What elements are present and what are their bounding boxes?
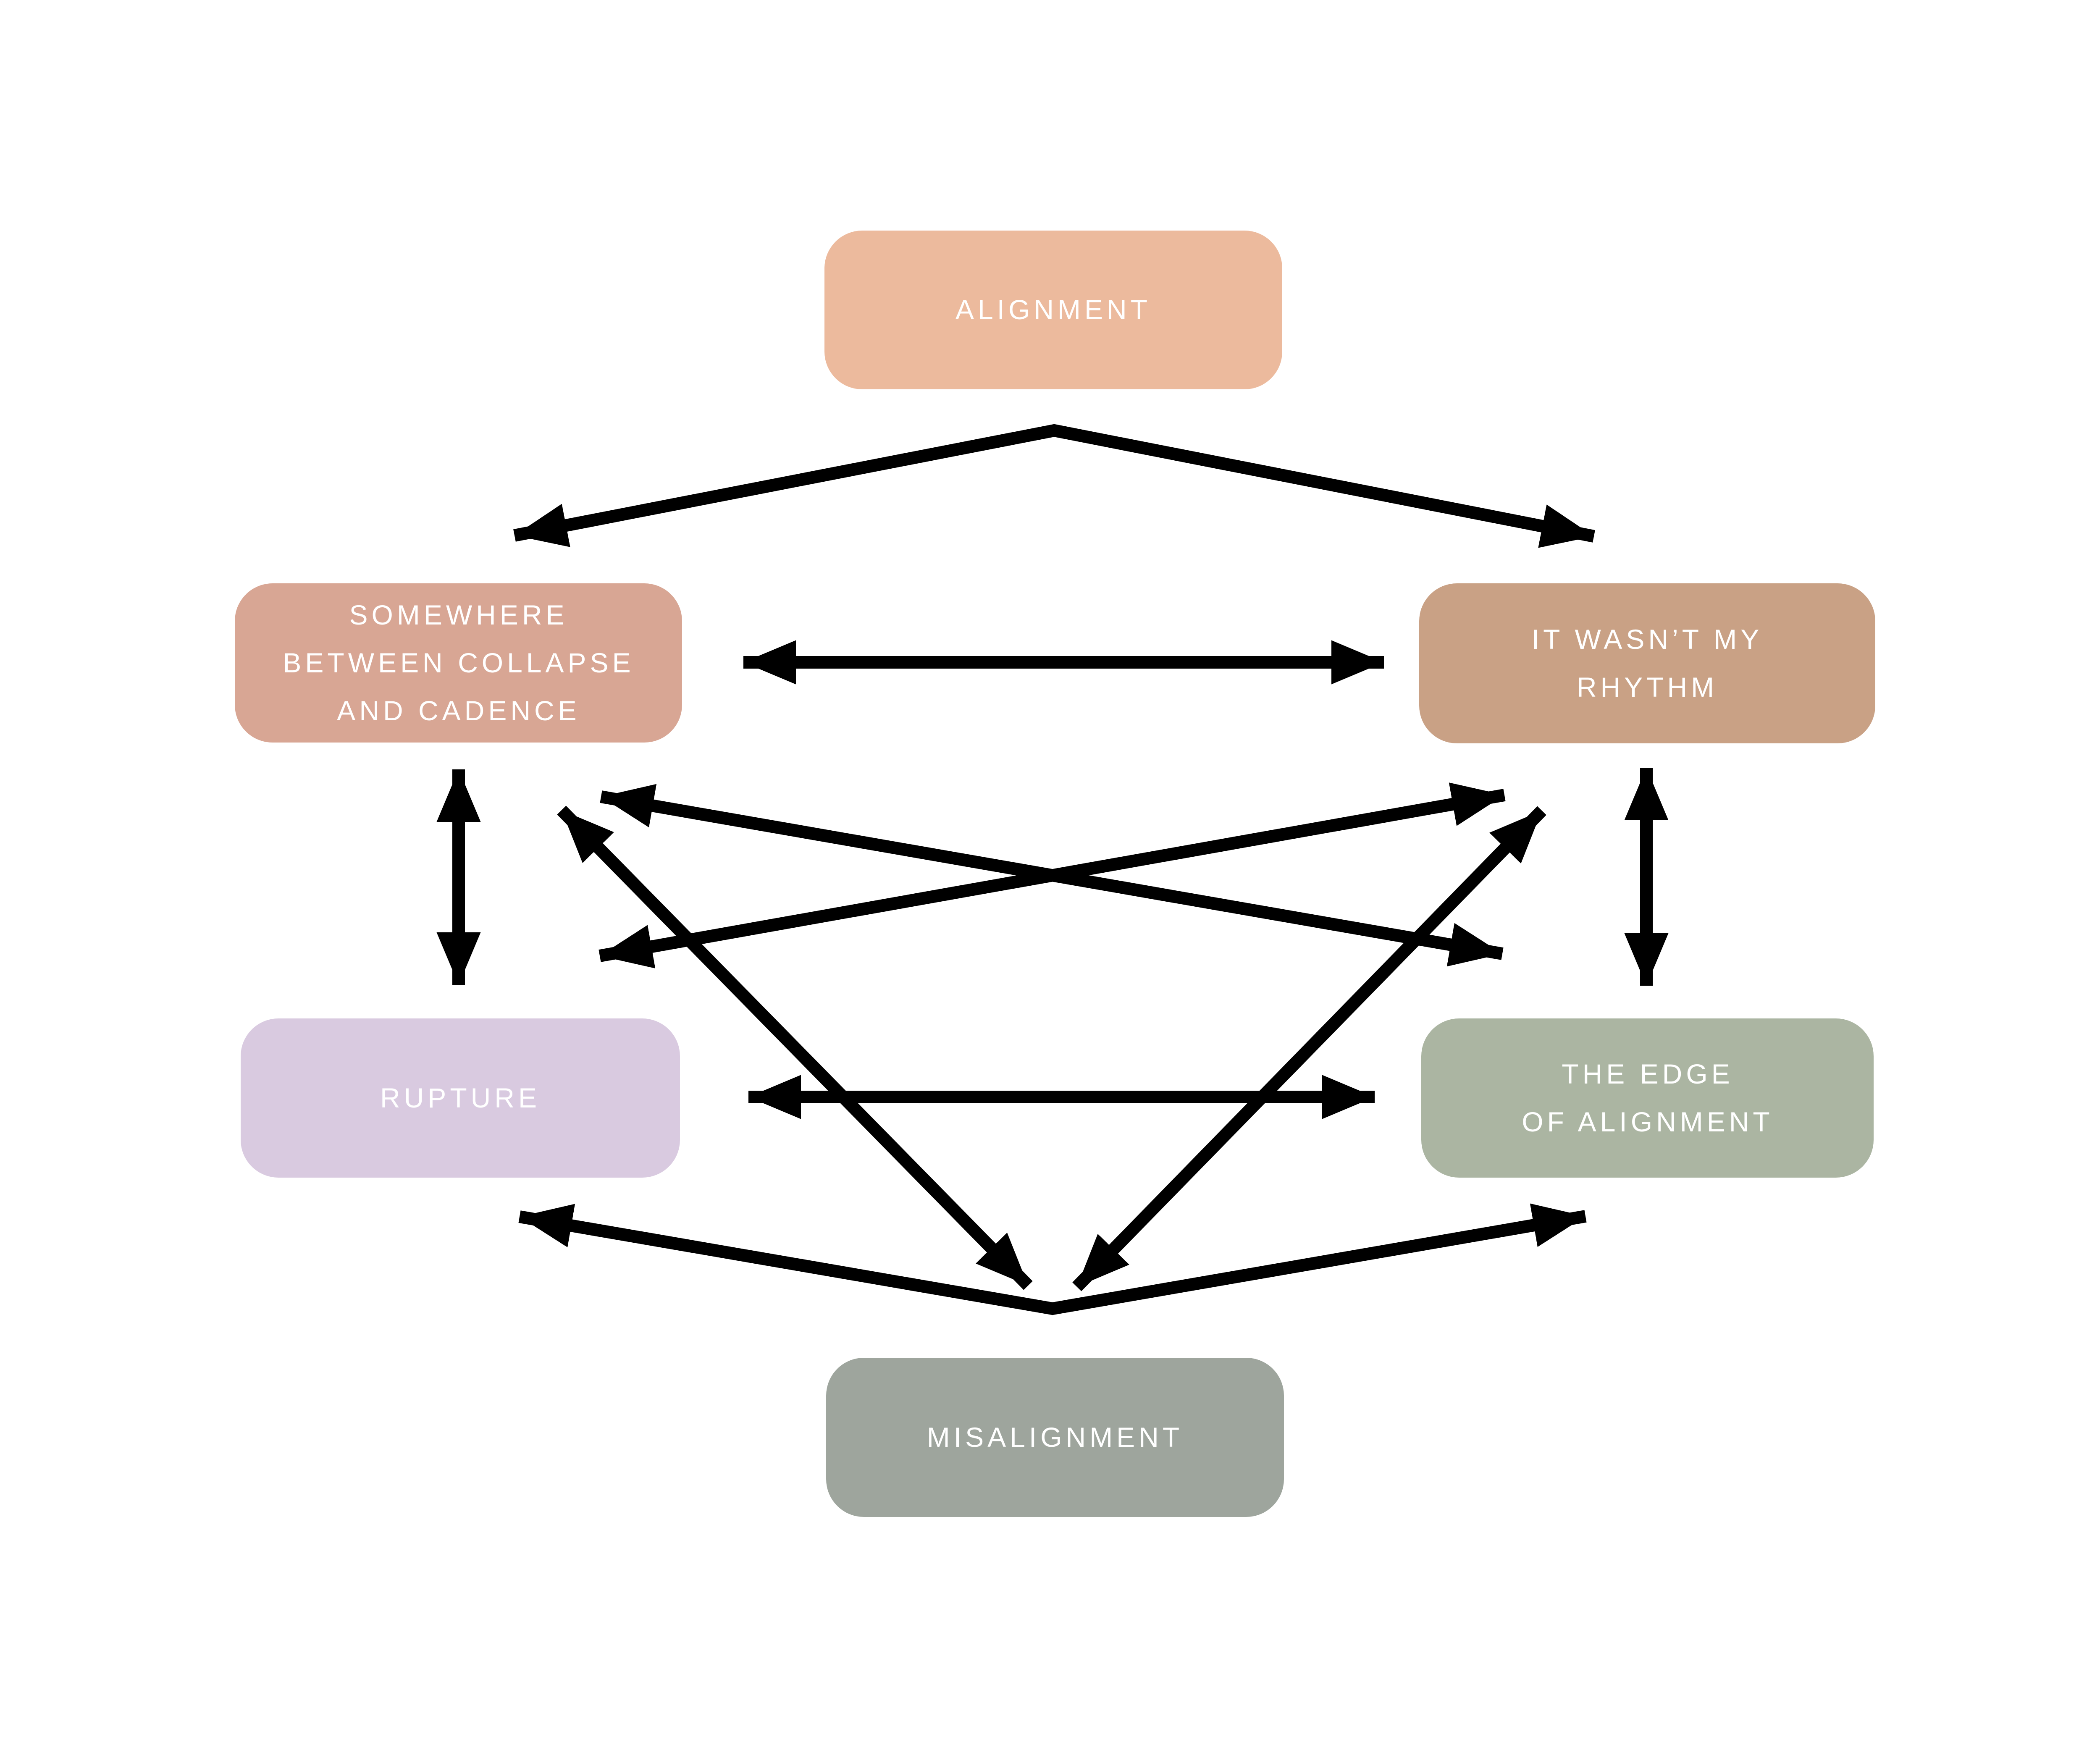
- node-edge-of-alignment-label-line1: THE EDGE: [1562, 1058, 1733, 1089]
- node-rhythm-label-line1: IT WASN’T MY: [1532, 624, 1763, 655]
- node-rhythm-box: [1419, 583, 1875, 743]
- node-misalignment: MISALIGNMENT: [826, 1358, 1284, 1517]
- arrow-alignment-to-somewhere-and-rhythm: [513, 424, 1595, 548]
- node-rhythm-label-line2: RHYTHM: [1577, 672, 1718, 703]
- node-rupture-label: RUPTURE: [380, 1082, 541, 1113]
- node-alignment: ALIGNMENT: [824, 231, 1282, 389]
- node-alignment-label: ALIGNMENT: [956, 294, 1151, 325]
- node-somewhere-label-line3: AND CADENCE: [337, 695, 580, 726]
- node-alignment-box: [824, 231, 1282, 389]
- node-somewhere-between-collapse-and-cadence: SOMEWHERE BETWEEN COLLAPSE AND CADENCE: [235, 583, 682, 743]
- node-misalignment-label: MISALIGNMENT: [927, 1422, 1183, 1453]
- node-rupture: RUPTURE: [241, 1018, 680, 1178]
- node-somewhere-label-line1: SOMEWHERE: [349, 599, 568, 630]
- arrow-misalignment-to-rupture-and-edge: [518, 1203, 1587, 1315]
- node-somewhere-label-line2: BETWEEN COLLAPSE: [283, 647, 634, 678]
- node-rupture-box: [241, 1018, 680, 1178]
- node-it-wasnt-my-rhythm: IT WASN’T MY RHYTHM: [1419, 583, 1875, 743]
- node-somewhere-box: [235, 583, 682, 743]
- node-edge-of-alignment-box: [1421, 1018, 1874, 1178]
- node-misalignment-box: [826, 1358, 1284, 1517]
- node-edge-of-alignment-label-line2: OF ALIGNMENT: [1522, 1106, 1773, 1137]
- edges: [436, 424, 1669, 1315]
- node-the-edge-of-alignment: THE EDGE OF ALIGNMENT: [1421, 1018, 1874, 1178]
